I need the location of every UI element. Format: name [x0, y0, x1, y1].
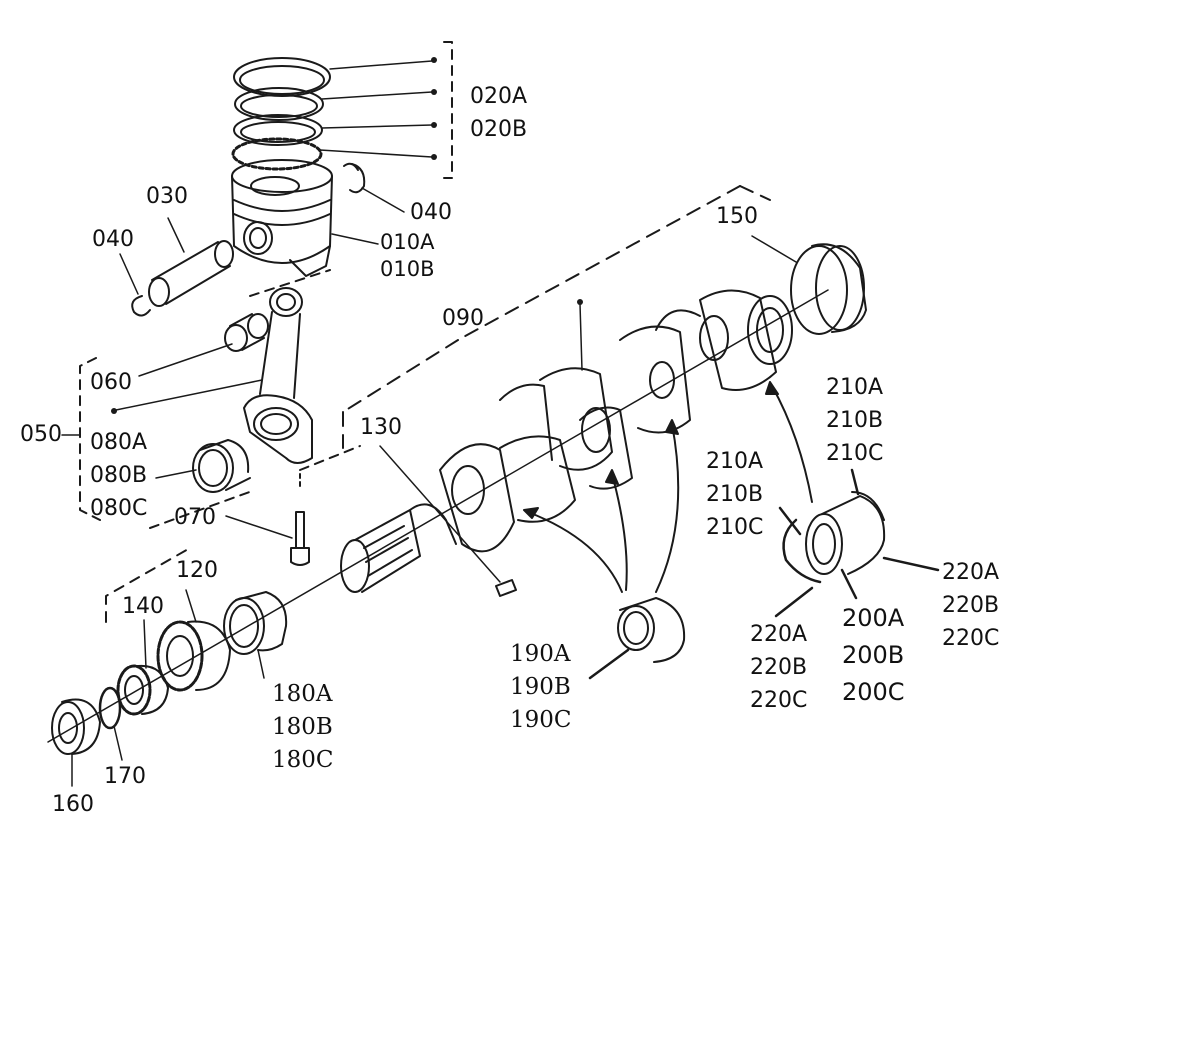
label-200c: 200C [842, 678, 905, 706]
label-080: 080A 080B 080C [90, 426, 147, 525]
snap-rings [131, 162, 366, 317]
label-150: 150 [716, 204, 758, 229]
label-040-left: 040 [92, 227, 134, 252]
label-140: 140 [122, 594, 164, 619]
label-210-left: 210A 210B 210C [706, 445, 763, 544]
label-220b-right: 220B [942, 593, 1000, 618]
label-220a-right: 220A [942, 560, 1000, 585]
label-180b: 180B [272, 714, 333, 740]
group-bracket-090 [342, 185, 771, 449]
label-170: 170 [104, 764, 146, 789]
crank-gear [156, 620, 231, 692]
label-020a: 020A [470, 84, 528, 109]
big-end-bearing [192, 439, 251, 493]
label-180c: 180C [272, 747, 334, 773]
label-120: 120 [176, 558, 218, 583]
leader-lines [61, 60, 797, 787]
group-bracket-020 [443, 41, 453, 179]
label-080c: 080C [90, 496, 148, 521]
label-060: 060 [90, 370, 132, 395]
group-bracket-050 [79, 269, 361, 529]
label-200: 200A 200B 200C [842, 600, 905, 711]
label-010: 010A 010B [380, 229, 435, 283]
label-220-right: 220A 220B 220C [942, 556, 999, 655]
label-200b: 200B [842, 641, 905, 669]
label-010a: 010A [380, 230, 435, 254]
o-ring [98, 686, 122, 730]
label-160: 160 [52, 792, 94, 817]
gear-collar [116, 664, 169, 716]
label-050: 050 [20, 422, 62, 447]
label-210b-right: 210B [826, 408, 884, 433]
label-180a: 180A [272, 681, 333, 707]
front-oil-seal [51, 698, 101, 755]
label-200a: 200A [842, 604, 905, 632]
label-180: 180A 180B 180C [272, 678, 334, 777]
label-080a: 080A [90, 430, 148, 455]
connecting-rod [243, 287, 313, 464]
small-end-bushing [224, 313, 269, 352]
assembly-arrows [523, 381, 813, 593]
label-220b-left: 220B [750, 655, 808, 680]
label-210a-right: 210A [826, 375, 884, 400]
label-190a: 190A [510, 641, 571, 667]
label-020: 020A 020B [470, 80, 527, 146]
rod-bolt [290, 473, 310, 566]
label-210c-left: 210C [706, 515, 764, 540]
rear-main-bearing-case [782, 491, 886, 584]
label-090: 090 [442, 306, 484, 331]
leader-dots [111, 57, 583, 414]
label-190: 190A 190B 190C [510, 638, 572, 737]
label-220c-right: 220C [942, 626, 1000, 651]
piston [231, 159, 333, 277]
crank-seal-ring [790, 243, 867, 335]
label-210a-left: 210A [706, 449, 764, 474]
label-130: 130 [360, 415, 402, 440]
label-030: 030 [146, 184, 188, 209]
label-190c: 190C [510, 707, 572, 733]
label-220c-left: 220C [750, 688, 808, 713]
piston-rings [231, 57, 331, 171]
label-080b: 080B [90, 463, 148, 488]
label-190b: 190B [510, 674, 571, 700]
crankshaft [47, 289, 829, 743]
label-070: 070 [174, 505, 216, 530]
label-210c-right: 210C [826, 441, 884, 466]
group-bracket-gears [105, 547, 191, 623]
label-210-right: 210A 210B 210C [826, 371, 883, 470]
label-040-right: 040 [410, 200, 452, 225]
center-main-bearing [617, 597, 686, 663]
label-210b-left: 210B [706, 482, 764, 507]
label-220-left: 220A 220B 220C [750, 618, 807, 717]
thick-leaders [588, 468, 940, 680]
label-220a-left: 220A [750, 622, 808, 647]
label-020b: 020B [470, 117, 528, 142]
label-010b: 010B [380, 257, 435, 281]
piston-pin [148, 240, 234, 307]
front-main-bearing [223, 591, 288, 655]
